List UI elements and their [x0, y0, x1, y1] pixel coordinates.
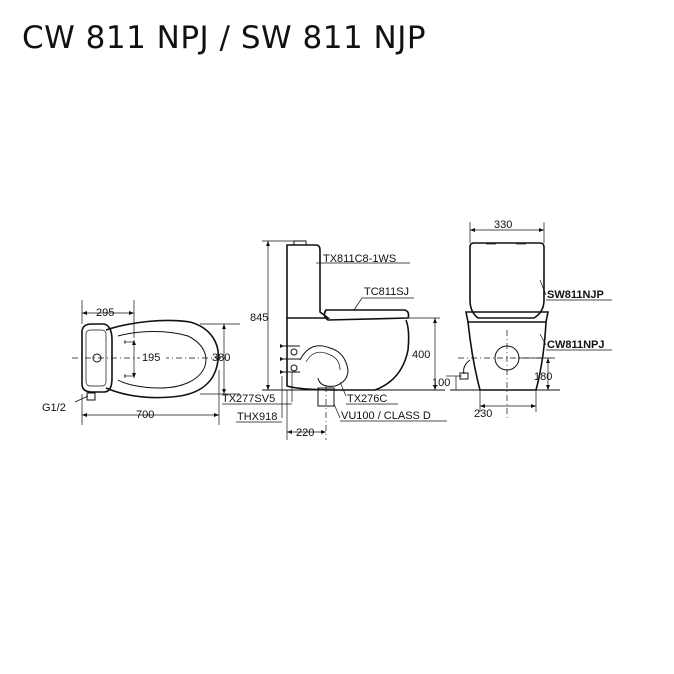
front-dim-230: 230 [474, 408, 492, 420]
side-trap-inner [305, 351, 341, 371]
side-valve [290, 364, 298, 372]
side-view: 845 400 220 TX811C8-1WS TC811SJ TX277SV5… [222, 240, 447, 440]
plan-view: 195 295 380 700 G1/2 [42, 300, 240, 425]
front-dim-100: 100 [432, 377, 450, 389]
front-view: 330 100 180 230 SW811NJP CW811NPJ [432, 219, 612, 420]
model-tank: SW811NJP [547, 289, 604, 301]
side-leader [333, 403, 341, 419]
front-dim-330: 330 [494, 219, 512, 231]
front-inlet-hose [463, 359, 471, 375]
part-flush: TX276C [347, 393, 387, 405]
part-hose: THX918 [237, 411, 277, 423]
plan-dim-195-bg [140, 350, 166, 364]
plan-dim-700: 700 [136, 409, 154, 421]
plan-bowl-outline [105, 319, 220, 399]
side-bowl-outline [286, 318, 410, 391]
plan-tank-outline [81, 323, 113, 393]
model-bowl: CW811NPJ [547, 339, 604, 351]
part-stop-valve: TX277SV5 [222, 393, 275, 405]
plan-connection-label: G1/2 [42, 402, 66, 414]
side-dim-400: 400 [412, 349, 430, 361]
side-dim-220: 220 [296, 427, 314, 439]
side-flush-button [293, 240, 307, 246]
side-dim-845: 845 [250, 312, 268, 324]
front-dim-180: 180 [534, 371, 552, 383]
side-valve [290, 348, 298, 356]
page-title: CW 811 NPJ / SW 811 NJP [22, 20, 427, 56]
side-supply-arrows [280, 344, 284, 374]
plan-inlet-fitting [86, 392, 96, 401]
side-tank-outline [286, 244, 331, 319]
part-tank: TX811C8-1WS [323, 253, 396, 265]
part-outlet: VU100 / CLASS D [341, 410, 431, 422]
plan-dim-295: 295 [96, 307, 114, 319]
part-seat: TC811SJ [364, 286, 409, 298]
front-leader [539, 279, 547, 296]
side-trap [299, 345, 349, 387]
front-leader [539, 333, 547, 346]
side-seat-lid [323, 309, 410, 321]
plan-dim-380: 380 [212, 352, 230, 364]
plan-g12-leader [74, 395, 89, 403]
side-leader [353, 297, 363, 311]
plan-dim-195: 195 [142, 352, 160, 364]
plan-bowl-inner [117, 331, 207, 389]
front-tank-outline [469, 242, 545, 319]
side-leader [339, 381, 347, 397]
